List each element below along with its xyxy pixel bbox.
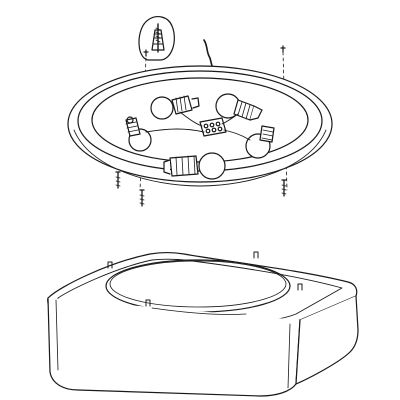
internal-wiring [145, 111, 251, 141]
screw-icon [139, 189, 145, 207]
shade-right-face [295, 295, 359, 385]
shade-clip-front-icon [145, 299, 151, 307]
socket-screw-icon [126, 116, 134, 124]
ceiling-screw-right-icon [280, 45, 286, 53]
screw-icon [115, 171, 121, 189]
shade-clip-top-icon [253, 251, 259, 259]
bulb-right [245, 125, 275, 159]
mains-cable [203, 39, 213, 67]
shade-clip-left-icon [107, 261, 113, 269]
hint-bubble-outline [138, 16, 175, 61]
wall-plug-icon [151, 29, 165, 51]
lamp-holders [125, 93, 275, 180]
shade-front-face [47, 297, 301, 397]
bulb-top-left [150, 95, 200, 120]
bulb-top-right [215, 93, 263, 121]
screw-anchor-hint-bubble [138, 16, 175, 61]
terminal-block-icon [199, 117, 227, 137]
screw-icon [281, 179, 287, 197]
fixing-screws [115, 171, 287, 207]
bulb-bottom-middle [163, 152, 226, 180]
bulb-left [125, 116, 152, 152]
ceiling-screw-left-icon [143, 49, 149, 57]
square-shade [47, 251, 359, 397]
shade-clip-right-icon [297, 283, 303, 291]
